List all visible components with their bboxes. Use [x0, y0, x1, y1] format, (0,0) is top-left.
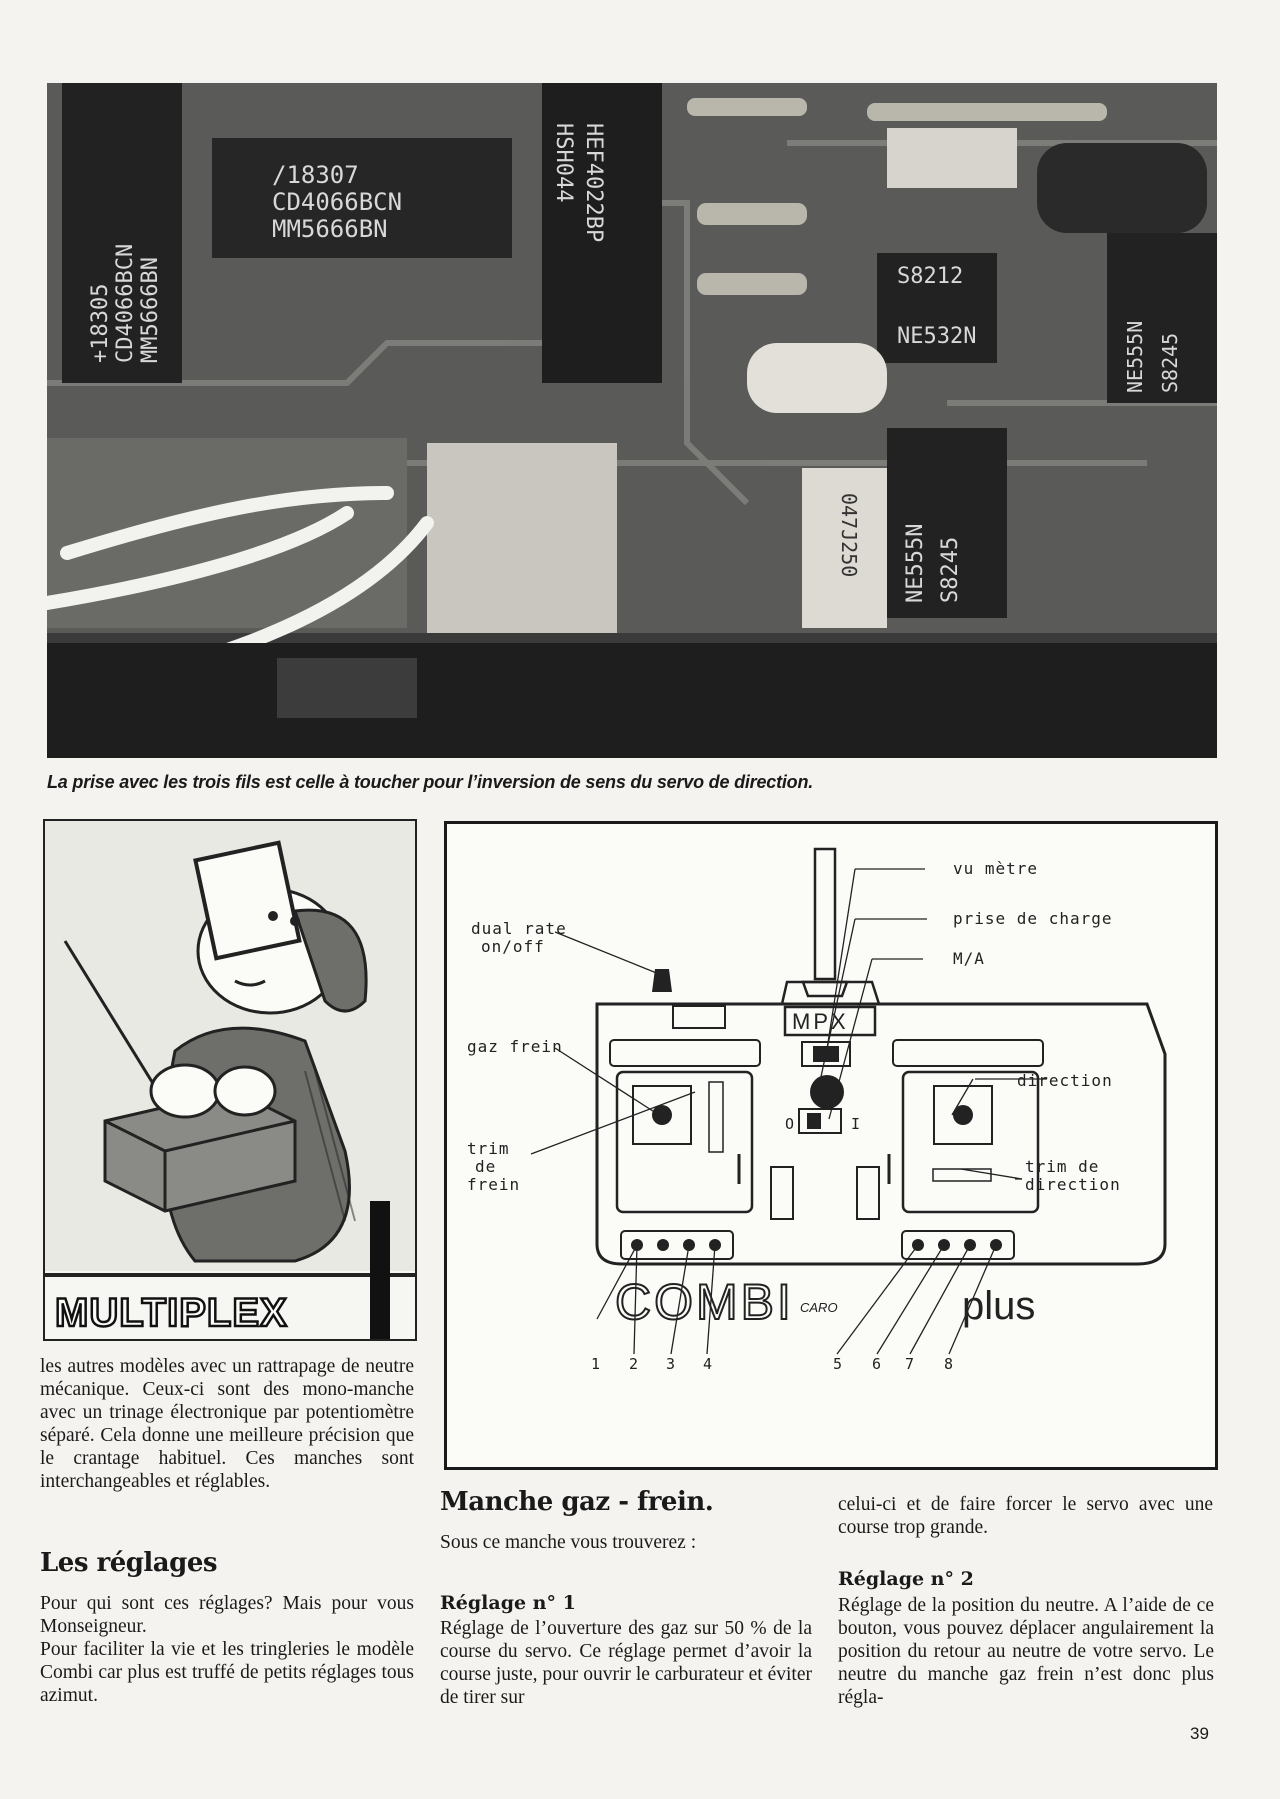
chip-label: +18305	[88, 284, 113, 363]
cartoon-illustration: MULTIPLEX 1	[43, 819, 417, 1341]
label-dual-rate-2: on/off	[481, 937, 545, 956]
transmitter-diagram: MPX O I	[444, 821, 1218, 1470]
chip-label: S8212	[897, 264, 963, 289]
trim-number: 2	[629, 1355, 638, 1373]
chip	[1107, 233, 1217, 403]
chip-label: MM5666BN	[272, 215, 388, 243]
label-vu-metre: vu mètre	[953, 859, 1038, 878]
subheading-reglage-2: Réglage n° 2	[838, 1568, 974, 1590]
chip	[887, 428, 1007, 618]
chip	[212, 138, 512, 258]
label-gaz-frein: gaz frein	[467, 1037, 563, 1056]
chip-label: MM5666BN	[138, 257, 163, 363]
label-trim-frein-3: frein	[467, 1175, 520, 1194]
multiplex-logo: MULTIPLEX	[55, 1291, 288, 1335]
chip-label: NE555N	[903, 524, 928, 603]
switch-on-label: I	[851, 1115, 860, 1133]
switch-off-label: O	[785, 1115, 794, 1133]
pcb-photo: +18305 CD4066BCN MM5666BN /18307 CD4066B…	[47, 83, 1217, 758]
chip-label: CD4066BCN	[113, 244, 138, 363]
col3-body: Réglage de la position du neutre. A l’ai…	[838, 1595, 1214, 1708]
chip-label: S8245	[938, 537, 963, 603]
chip-label: 047J250	[837, 493, 861, 577]
label-prise-charge: prise de charge	[953, 909, 1113, 928]
trim-number: 8	[944, 1355, 953, 1373]
heading-manche-gaz-frein: Manche gaz - frein.	[440, 1487, 714, 1517]
chip-label: NE555N	[1123, 321, 1147, 393]
col2-intro: Sous ce manche vous trouverez :	[440, 1532, 697, 1553]
trim-number: 1	[591, 1355, 600, 1373]
trim-number: 5	[833, 1355, 842, 1373]
chip-label: HEF4022BP	[581, 123, 606, 242]
label-trim-direction-2: direction	[1025, 1175, 1121, 1194]
trim-number: 6	[872, 1355, 881, 1373]
page-number: 39	[1190, 1724, 1209, 1743]
photo-caption: La prise avec les trois fils est celle à…	[47, 772, 814, 792]
mpx-logo: MPX	[792, 1009, 849, 1034]
label-ma: M/A	[953, 949, 985, 968]
subheading-reglage-1: Réglage n° 1	[440, 1592, 576, 1614]
col1-body: Pour qui sont ces réglages? Mais pour vo…	[40, 1592, 414, 1707]
col2-body: Réglage de l’ouverture des gaz sur 50 % …	[440, 1618, 812, 1708]
chip-label: S8245	[1158, 333, 1182, 393]
caro-logo: CARO	[800, 1300, 838, 1315]
col1-paragraph: les autres modèles avec un rattrapage de…	[40, 1356, 414, 1492]
chip	[877, 253, 997, 363]
chip-label: HSH044	[551, 123, 576, 202]
trim-number: 3	[666, 1355, 675, 1373]
col1-body-line-2: Pour faciliter la vie et les tringleries…	[40, 1639, 414, 1706]
heading-les-reglages: Les réglages	[40, 1548, 218, 1578]
plus-logo: plus	[962, 1284, 1035, 1328]
label-dual-rate-1: dual rate	[471, 919, 567, 938]
label-trim-frein-1: trim	[467, 1139, 510, 1158]
chip	[542, 83, 662, 383]
chip-label: /18307	[272, 161, 359, 189]
combi-logo: COMBI	[615, 1274, 794, 1330]
col1-body-line-1: Pour qui sont ces réglages? Mais pour vo…	[40, 1593, 414, 1637]
trim-number: 4	[703, 1355, 712, 1373]
label-trim-direction-1: trim de	[1025, 1157, 1099, 1176]
trim-number: 7	[905, 1355, 914, 1373]
chip	[62, 83, 182, 383]
chip-label: CD4066BCN	[272, 188, 402, 216]
label-trim-frein-2: de	[475, 1157, 496, 1176]
col3-top: celui-ci et de faire forcer le servo ave…	[838, 1494, 1213, 1538]
label-direction: direction	[1017, 1071, 1113, 1090]
chip-label: NE532N	[897, 324, 976, 349]
